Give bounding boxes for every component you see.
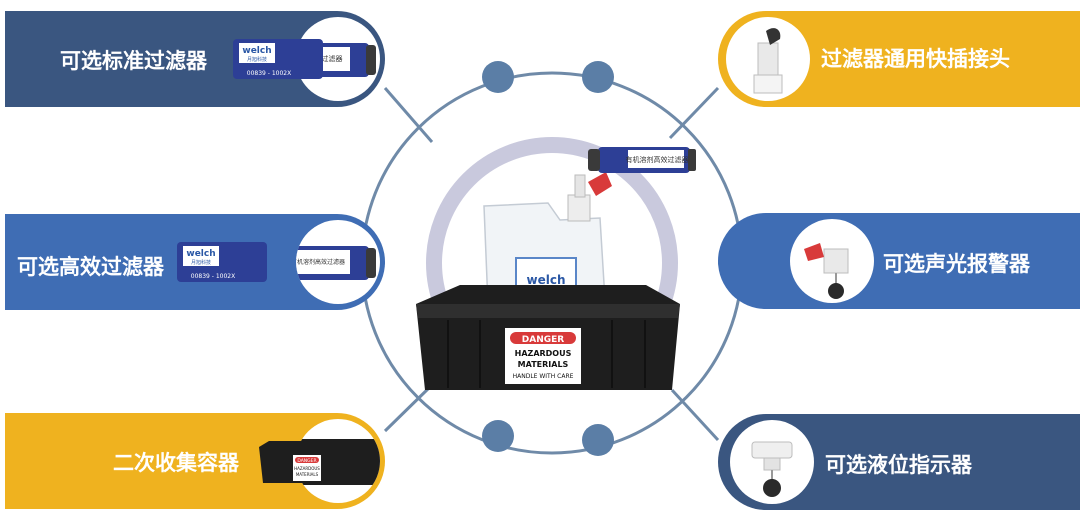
- feature-standard-filter: 可选标准过滤器 有机标准过滤器 welch 月旭科技 00839 - 1002X: [5, 11, 385, 107]
- feature-label: 二次收集容器: [113, 451, 239, 475]
- feature-label: 过滤器通用快插接头: [821, 47, 1010, 71]
- feature-high-efficiency-filter: 可选高效过滤器 有机溶剂高效过滤器 welch 月旭科技 00839 - 100…: [5, 214, 385, 310]
- svg-text:HAZARDOUS: HAZARDOUS: [294, 466, 320, 471]
- svg-text:MATERIALS: MATERIALS: [518, 360, 569, 369]
- orbit-dot: [482, 420, 514, 452]
- svg-text:DANGER: DANGER: [522, 335, 565, 345]
- svg-text:有机溶剂高效过滤器: 有机溶剂高效过滤器: [296, 258, 345, 266]
- quick-connector-image: [726, 17, 810, 101]
- svg-text:有机溶剂高效过滤器: 有机溶剂高效过滤器: [626, 155, 689, 164]
- connector-top-right: [668, 86, 720, 140]
- feature-quick-connector: 过滤器通用快插接头: [718, 11, 1080, 107]
- feature-secondary-container: 二次收集容器 DANGER HAZARDOUS MATERIALS: [5, 413, 385, 509]
- feature-label: 可选标准过滤器: [60, 49, 207, 73]
- svg-text:00839 - 1002X: 00839 - 1002X: [191, 273, 235, 280]
- can-logo: welch: [527, 273, 566, 287]
- svg-text:DANGER: DANGER: [297, 458, 316, 464]
- feature-label: 可选声光报警器: [883, 252, 1030, 276]
- high-efficiency-filter-image: 有机溶剂高效过滤器: [296, 220, 380, 304]
- feature-label: 可选高效过滤器: [17, 255, 164, 279]
- feature-label: 可选液位指示器: [825, 453, 972, 477]
- svg-text:MATERIALS: MATERIALS: [296, 472, 319, 477]
- svg-text:月旭科技: 月旭科技: [247, 56, 267, 63]
- high-efficiency-filter-body: welch 月旭科技 00839 - 1002X: [177, 242, 267, 282]
- danger-sign: DANGER HAZARDOUS MATERIALS HANDLE WITH C…: [505, 328, 581, 384]
- svg-text:HAZARDOUS: HAZARDOUS: [515, 349, 572, 358]
- connector-bottom-right: [670, 388, 720, 442]
- connector-bottom-left: [383, 383, 434, 433]
- feature-alarm: 可选声光报警器: [718, 213, 1080, 309]
- top-filter-cartridge: 有机溶剂高效过滤器: [588, 147, 696, 173]
- orbit-dot: [582, 61, 614, 93]
- alarm-image: [790, 219, 874, 303]
- svg-text:welch: welch: [186, 249, 215, 259]
- svg-text:月旭科技: 月旭科技: [191, 259, 211, 266]
- secondary-container-body: DANGER HAZARDOUS MATERIALS: [259, 441, 355, 483]
- orbit-dot: [482, 61, 514, 93]
- connector-top-left: [383, 87, 434, 143]
- svg-text:00839 - 1002X: 00839 - 1002X: [247, 70, 291, 77]
- level-indicator-image: [730, 420, 814, 504]
- svg-text:welch: welch: [242, 46, 271, 56]
- feature-level-indicator: 可选液位指示器: [718, 414, 1080, 510]
- svg-text:HANDLE WITH CARE: HANDLE WITH CARE: [513, 373, 574, 380]
- orbit-dot: [582, 424, 614, 456]
- standard-filter-body: welch 月旭科技 00839 - 1002X: [233, 39, 323, 79]
